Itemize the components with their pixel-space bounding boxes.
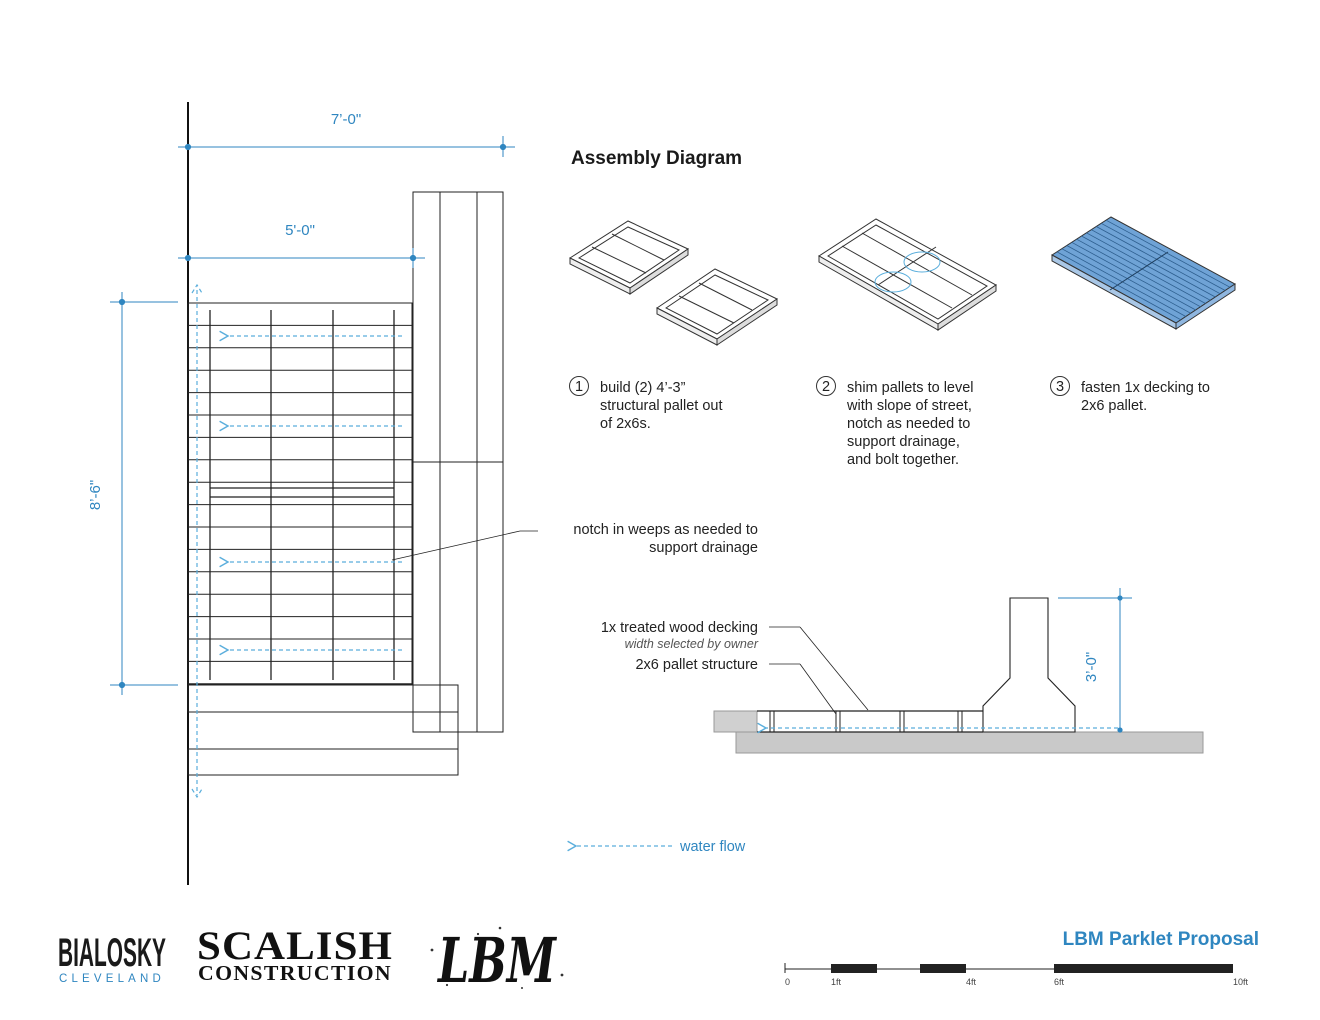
water-flow-label: water flow [679,839,746,855]
assembly-title: Assembly Diagram [571,148,742,169]
barrier-height-dimension: 3’-0" [1083,652,1100,682]
step-1-line-1: build (2) 4’-3” [600,380,686,396]
assembly-step-2: 2 shim pallets to level with slope of st… [816,376,974,468]
step-2-line-5: and bolt together. [847,452,959,468]
decking-note: width selected by owner [625,637,759,651]
bialosky-logo: BIALOSKY CLEVELAND [58,931,166,985]
scale-label-4ft: 4ft [966,977,977,987]
pallet-width-dimension: 5'-0" [285,222,315,239]
lbm-logo-text: LBM [437,924,558,997]
plan-view [187,102,504,885]
pallet-callout: 2x6 pallet structure [635,657,758,673]
decking-board-line [1076,238,1201,308]
decking-board-line [1061,248,1186,317]
decking-board-line [1091,229,1216,298]
notch-callout-line-2: support drainage [649,540,758,556]
scale-label-1ft: 1ft [831,977,842,987]
step-1-number: 1 [575,379,583,395]
scalish-logo: SCALISH CONSTRUCTION [197,923,393,985]
notch-callout-line-1: notch in weeps as needed to [573,522,758,538]
assembly-step-3: 3 fasten 1x decking to 2x6 pallet. [1050,376,1210,414]
assembly-step-1: 1 build (2) 4’-3” structural pallet out … [569,376,723,432]
water-flow-legend: water flow [567,839,746,855]
scalish-logo-name: SCALISH [197,923,393,968]
assembly-step-2-illustration [818,218,997,331]
step-2-line-2: with slope of street, [846,398,972,414]
step-2-number: 2 [822,379,830,395]
section-view [713,588,1204,754]
step-2-line-3: notch as needed to [847,416,970,432]
decking-board-line [1066,245,1191,314]
decking-callout: 1x treated wood decking [601,620,758,636]
lbm-logo: LBM [430,924,564,997]
assembly-step-1-illustration [568,220,779,346]
plan-dimensions [110,136,515,695]
decking-board-line [1105,219,1231,288]
scalish-logo-sub: CONSTRUCTION [198,961,392,985]
scale-bar: 0 1ft 4ft 6ft 10ft [784,963,1249,987]
decking-board-line [1101,222,1226,291]
decking-board-line [1086,232,1211,301]
pallet-length-dimension: 8’-6" [87,480,104,510]
step-3-line-2: 2x6 pallet. [1081,398,1147,414]
step-2-line-4: support drainage, [847,434,960,450]
step-2-line-1: shim pallets to level [847,380,974,396]
bialosky-logo-name: BIALOSKY [58,931,166,975]
decking-board-line [1096,226,1221,295]
assembly-step-3-illustration [1051,216,1236,330]
step-1-line-3: of 2x6s. [600,416,651,432]
overall-width-dimension: 7’-0" [331,111,361,128]
step-1-line-2: structural pallet out [600,398,723,414]
decking-board-line [1081,235,1206,304]
bialosky-logo-city: CLEVELAND [59,973,165,985]
decking-board-line [1056,251,1182,321]
scale-label-6ft: 6ft [1054,977,1065,987]
step-3-number: 3 [1056,379,1064,395]
decking-board-line [1071,241,1196,311]
step-3-line-1: fasten 1x decking to [1081,380,1210,396]
scale-label-10ft: 10ft [1233,977,1249,987]
project-title: LBM Parklet Proposal [1063,929,1259,950]
notch-callout: notch in weeps as needed to support drai… [391,522,758,561]
scale-label-0: 0 [785,977,790,987]
